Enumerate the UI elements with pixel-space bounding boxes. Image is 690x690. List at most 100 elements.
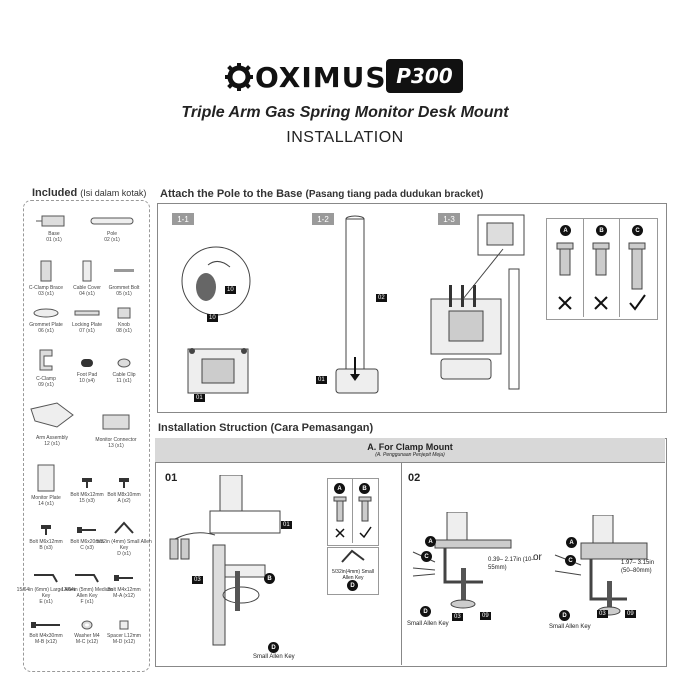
grommet-plate-icon xyxy=(33,308,59,318)
clamp-mount-illustration xyxy=(169,475,281,646)
monitor-connector-icon xyxy=(102,414,130,430)
cable-clip-icon xyxy=(117,358,131,368)
locking-plate-icon xyxy=(74,310,100,316)
page-title: Triple Arm Gas Spring Monitor Desk Mount xyxy=(181,104,509,121)
allen-key-box: 5/32in(4mm) Small Allen Key D xyxy=(327,547,379,595)
bolt-icon xyxy=(31,622,60,628)
section-title: A. For Clamp Mount xyxy=(367,442,453,452)
step-number: 01 xyxy=(165,472,178,484)
foot-pad-icon xyxy=(81,359,93,367)
bolt-icon xyxy=(41,525,51,535)
screw-comparison: A B C xyxy=(546,218,658,320)
allen-key-icon xyxy=(341,549,365,563)
bolt-icon xyxy=(114,575,133,581)
brand-name: OXIMUS xyxy=(255,60,387,94)
model-badge: P300 xyxy=(386,59,463,93)
part-label: 03 xyxy=(597,610,608,618)
allen-key-label: 5/32in(4mm) Small Allen Key xyxy=(332,569,374,581)
washer-icon xyxy=(81,620,93,630)
range-label: 1.97– 3.15in (50–80mm) xyxy=(621,560,655,574)
clamp-thick-desk-illustration xyxy=(554,515,648,616)
section-subtitle: (A. Penggunaan Penjepit Meja) xyxy=(375,452,445,458)
step-number: 02 xyxy=(408,472,421,484)
circle-letter: D xyxy=(268,642,279,653)
circle-letter: A xyxy=(566,537,577,548)
brand-logo: OXIMUS xyxy=(225,60,387,94)
arm-assembly-icon xyxy=(30,402,74,428)
allen-key-icon xyxy=(114,521,134,534)
step-tag: 1-3 xyxy=(438,213,460,225)
range-label: 0.39– 2.17in (10–55mm) xyxy=(488,557,535,571)
circle-letter: C xyxy=(421,551,432,562)
step-tag: 1-1 xyxy=(172,213,194,225)
cable-cover-icon xyxy=(82,260,92,282)
screw-letter: A xyxy=(334,483,345,494)
gear-icon xyxy=(225,63,253,91)
base-icon xyxy=(36,215,65,227)
pole-illustration xyxy=(335,215,379,394)
allen-key-icon xyxy=(34,574,58,583)
clamp-brace-icon xyxy=(40,260,52,282)
circle-letter: C xyxy=(565,555,576,566)
screws-icon xyxy=(333,496,372,539)
pole-icon xyxy=(90,217,134,225)
part-label: 03 xyxy=(192,576,203,584)
part-label: 01 xyxy=(281,521,292,529)
base-assembly-illustration xyxy=(430,214,525,390)
included-heading: Included (Isi dalam kotak) xyxy=(32,187,147,199)
circle-letter: D xyxy=(347,580,358,591)
screw-letter: C xyxy=(632,225,643,236)
small-allen-label: Small Allen Key xyxy=(407,621,449,627)
c-clamp-icon xyxy=(39,349,53,371)
page-subtitle: INSTALLATION xyxy=(286,129,404,146)
install-section-header: A. For Clamp Mount (A. Penggunaan Penjep… xyxy=(155,438,665,463)
part-label: 03 xyxy=(452,613,463,621)
install-heading: Installation Struction (Cara Pemasangan) xyxy=(158,422,374,434)
screw-letter: A xyxy=(560,225,571,236)
small-allen-label: Small Allen Key xyxy=(253,654,295,660)
monitor-plate-icon xyxy=(37,464,55,492)
foot-pad-illustration xyxy=(181,246,251,394)
circle-letter: D xyxy=(420,606,431,617)
step-tag: 1-2 xyxy=(312,213,334,225)
screw-letter: B xyxy=(596,225,607,236)
allen-key-icon xyxy=(75,574,99,583)
part-label: 09 xyxy=(625,610,636,618)
attach-heading: Attach the Pole to the Base (Pasang tian… xyxy=(160,188,484,200)
part-label: 10 xyxy=(207,314,218,322)
divider xyxy=(401,462,402,665)
clamp-thin-desk-illustration xyxy=(412,512,512,609)
part-label: 01 xyxy=(194,394,205,402)
part-label: 02 xyxy=(376,294,387,302)
screw-letter: B xyxy=(359,483,370,494)
screws-icon xyxy=(556,242,646,311)
screw-choice: A B xyxy=(327,478,379,546)
spacer-icon xyxy=(119,620,129,630)
bolt-icon xyxy=(119,478,129,488)
knob-icon xyxy=(117,307,131,319)
part-label: 10 xyxy=(225,286,236,294)
small-allen-label: Small Allen Key xyxy=(549,624,591,630)
